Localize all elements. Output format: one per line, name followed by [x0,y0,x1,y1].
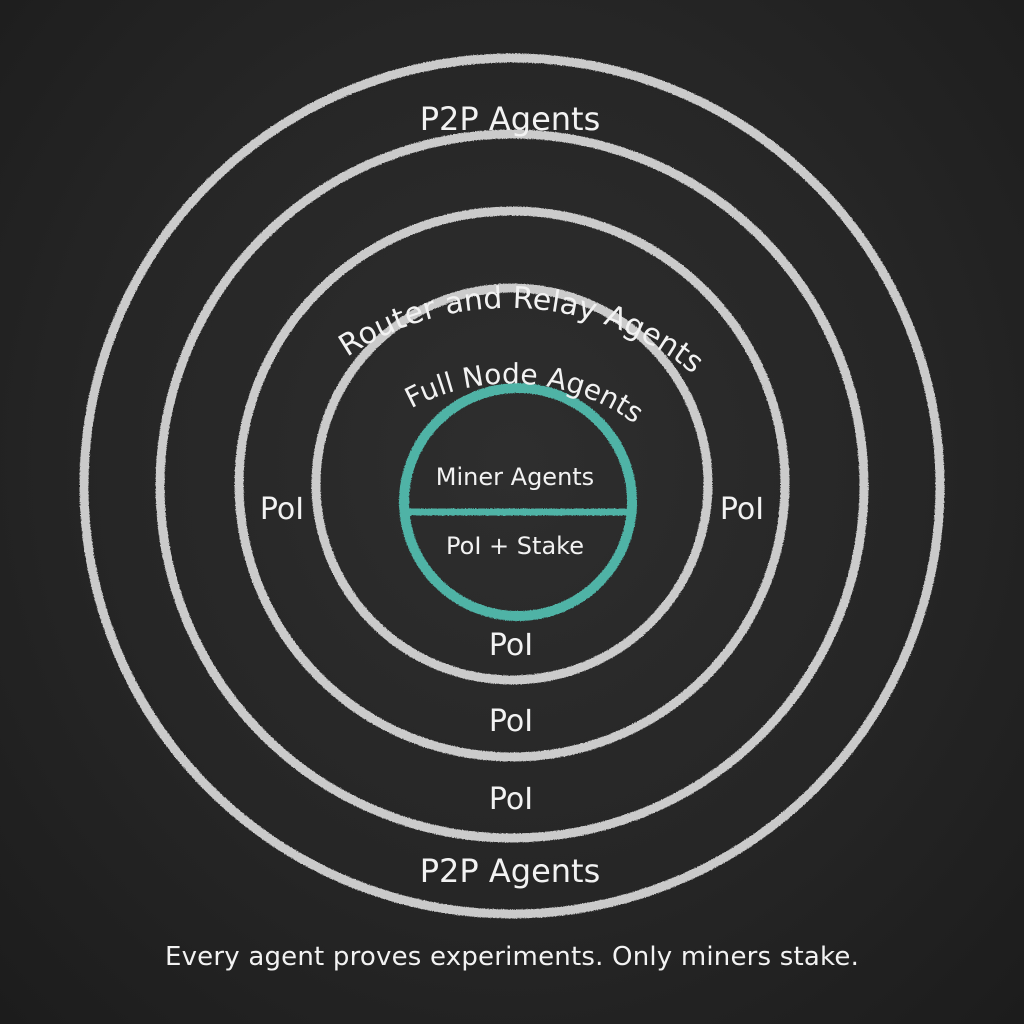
poi-ring-1-label: PoI [489,782,533,817]
miner-core-ring [399,383,637,621]
poi-right-label: PoI [720,492,764,527]
miner-agents-label: Miner Agents [436,463,594,491]
poi-ring-2-label: PoI [489,704,533,739]
poi-stake-label: PoI + Stake [446,532,584,560]
ring-router-relay-outer [155,129,869,843]
footer-caption: Every agent proves experiments. Only min… [164,942,860,972]
ring-full-node-inner [311,283,713,685]
poi-ring-3-label: PoI [489,628,533,663]
poi-left-label: PoI [260,492,304,527]
p2p-agents-bottom-label: P2P Agents [420,852,601,890]
outer-ring-p2p [79,53,945,919]
ring-full-node-outer [234,206,790,762]
p2p-agents-top-label: P2P Agents [420,100,601,138]
miner-core [399,383,637,621]
